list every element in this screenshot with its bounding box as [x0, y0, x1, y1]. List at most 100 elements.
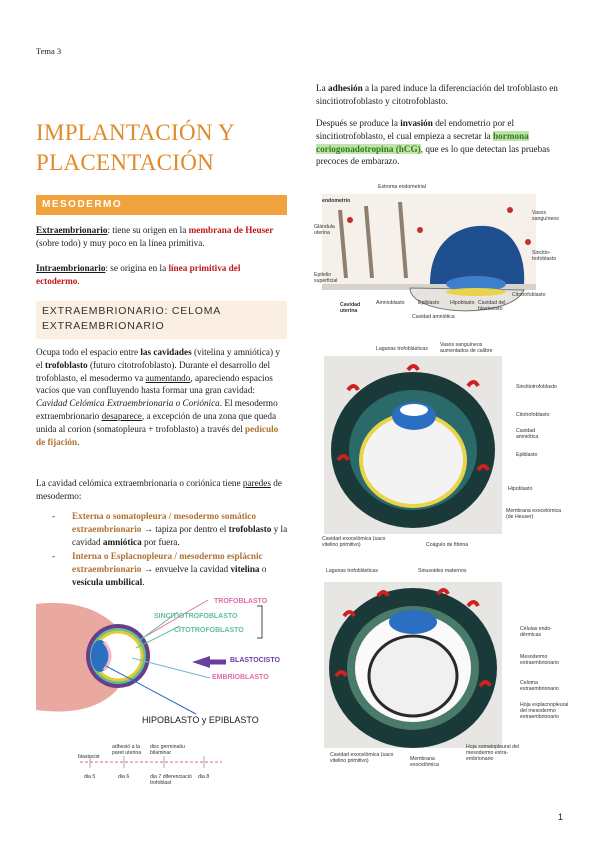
- extraembrionario-paragraph: Extraembrionario: tiene su origen en la …: [36, 224, 286, 250]
- text: o: [259, 564, 267, 575]
- text: .: [142, 576, 145, 587]
- day9-embryo-figure: [324, 356, 502, 534]
- list-item: - Interna o Esplacnopleura / mesodermo e…: [52, 550, 288, 588]
- bold-text: trofoblasto: [228, 523, 272, 534]
- syncytiotrophoblast-mass: [430, 225, 525, 284]
- timeline-label: dia 5: [84, 774, 96, 780]
- subsection-heading-celoma: EXTRAEMBRIONARIO: CELOMA EXTRAEMBRIONARI…: [36, 301, 287, 339]
- highlight-somatopleura: Externa o somatopleura / mesodermo somát…: [72, 511, 256, 534]
- mesodermo-walls-list: - Externa o somatopleura / mesodermo som…: [52, 510, 288, 591]
- fig3-label: Células endo-dérmicas: [520, 626, 553, 638]
- fig1-label: Citotrofoblasto: [512, 292, 546, 298]
- celoma-paragraph: Ocupa todo el espacio entre las cavidade…: [36, 346, 288, 448]
- page-number: 1: [557, 812, 563, 822]
- label-blastocisto: BLASTOCISTO: [230, 657, 280, 664]
- fig2-label: Hipoblasto: [508, 486, 533, 492]
- underlined-text: desaparece: [101, 410, 142, 421]
- term-intraembrionario: Intraembrionario: [36, 263, 106, 273]
- bilaminar-disc: [389, 610, 437, 634]
- fig1-label: Epitelio superficial: [314, 272, 338, 284]
- highlight-esplacnopleura: Interna o Esplacnopleura / mesodermo esp…: [72, 551, 263, 575]
- text: Después se produce la: [316, 118, 401, 128]
- intraembrionario-paragraph: Intraembrionario: se origina en la línea…: [36, 262, 286, 288]
- timeline-label: dia 6: [118, 774, 130, 780]
- document-header: Tema 3: [36, 46, 62, 56]
- leader-line: [139, 611, 179, 641]
- text: .: [77, 275, 80, 286]
- text: y la cavidad: [72, 523, 288, 547]
- bold-text: invasión: [400, 118, 433, 128]
- leader-line: [135, 625, 181, 649]
- fig1-label: Epiblasto: [418, 300, 440, 306]
- text: (futuro citotrofoblasto). Durante el des…: [36, 359, 271, 383]
- highlight-linea-primitiva: línea primitiva del ectodermo: [36, 263, 241, 286]
- day12-embryo-figure: [324, 582, 502, 748]
- timeline-label: dia 7 diferenciació trofoblast: [150, 774, 192, 786]
- bold-text: trofoblasto: [44, 359, 88, 370]
- fig2-label: Citotrofoblasto: [516, 412, 550, 418]
- fig3-label: Mesodermo extraembrionario: [520, 654, 559, 666]
- fig3-label: Sinusoides maternos: [418, 568, 467, 574]
- text: .: [77, 436, 80, 447]
- page-title: IMPLANTACIÓN Y PLACENTACIÓN: [36, 120, 235, 175]
- hypoblast-epiblast: [102, 641, 112, 671]
- text: (sobre todo) y muy poco en la línea prim…: [36, 237, 205, 248]
- fig1-label: Vasos sanguíneos: [532, 210, 559, 222]
- uterine-glands: [338, 201, 408, 279]
- label-embrioblasto: EMBRIOBLASTO: [212, 674, 269, 681]
- fig1-label: endometrio: [322, 198, 351, 204]
- bold-text: adhesión: [328, 83, 363, 93]
- blood-vessel: [417, 227, 423, 233]
- highlight-membrana-heuser: membrana de Heuser: [188, 225, 274, 235]
- text: La cavidad celómica extraembrionaria o c…: [36, 478, 243, 488]
- blastocyst-diagram: [36, 599, 263, 715]
- bold-text: las cavidades: [140, 347, 192, 357]
- paredes-paragraph: La cavidad celómica extraembrionaria o c…: [36, 477, 288, 503]
- label-sincitiotrofoblasto: SINCITIOTROFOBLASTO: [154, 613, 238, 620]
- fig3-label: Hoja esplacnopleural del mesodermo extra…: [520, 702, 569, 720]
- fig1-label: Amnioblasto: [376, 300, 405, 306]
- underlined-text: aumentando: [145, 372, 191, 383]
- underlined-text: paredes: [242, 478, 271, 488]
- fig2-label: Cavidad amniótica: [516, 428, 539, 440]
- text: (vitelina y amniótica) y el: [36, 347, 280, 370]
- timeline-diagram: [80, 756, 222, 768]
- blood-lacunae: [336, 364, 490, 472]
- leader-line: [131, 657, 211, 679]
- fig2-label: Vasos sanguíneos aumentados de calibre: [440, 342, 493, 354]
- fig3-label: Celoma extraembrionario: [520, 680, 559, 692]
- leader-line: [105, 665, 197, 715]
- fig1-label: Cavidad uterina: [340, 302, 361, 314]
- primitive-yolk-sac: [367, 634, 459, 718]
- term-extraembrionario: Extraembrionario: [36, 225, 108, 235]
- text: Ocupa todo el espacio entre: [36, 347, 141, 357]
- timeline-label: disc germinatiu bilaminar: [150, 744, 185, 756]
- diagram-caption: HIPOBLASTO y EPIBLASTO: [142, 715, 259, 725]
- blood-vessel: [525, 239, 531, 245]
- maternal-sinusoids: [334, 588, 492, 688]
- hypoblast-disc: [446, 288, 506, 296]
- fig3-label: Membrana exocelómica: [410, 756, 439, 768]
- text: , a excepción de una zona que queda unid…: [36, 410, 277, 434]
- section-heading-mesodermo: MESODERMO: [36, 195, 287, 215]
- fig2-label: Cavidad exocelómica (saco vitelino primi…: [322, 536, 386, 548]
- fig1-label: Glándula uterina: [314, 224, 335, 236]
- bracket: [257, 605, 263, 639]
- fig1-label: Cavidad del blastocisto: [478, 300, 506, 312]
- text: : se origina en la: [105, 263, 169, 273]
- bullet-dash: -: [52, 551, 56, 562]
- text: → tapiza por dentro el: [141, 523, 229, 534]
- fig1-label: Cavidad amniótica: [412, 314, 455, 320]
- blood-vessel: [507, 207, 513, 213]
- adhesion-paragraph: La adhesión a la pared induce la diferen…: [316, 82, 562, 108]
- timeline-label: blastocist: [78, 754, 100, 760]
- text: : tiene su origen en la: [107, 225, 189, 235]
- fig2-label: Lagunas trofoblásticas: [376, 346, 428, 352]
- fig3-label: Cavidad exocelómica (saco vitelino primi…: [330, 752, 394, 764]
- text: de mesodermo:: [36, 478, 282, 501]
- text: del endometrio por el sincitiotrofoblast…: [316, 118, 515, 141]
- leader-line: [145, 599, 209, 637]
- fig3-label: Lagunas trofoblásticas: [326, 568, 378, 574]
- bold-text: vitelina: [230, 564, 260, 575]
- label-trofoblasto: TROFOBLASTO: [214, 598, 268, 605]
